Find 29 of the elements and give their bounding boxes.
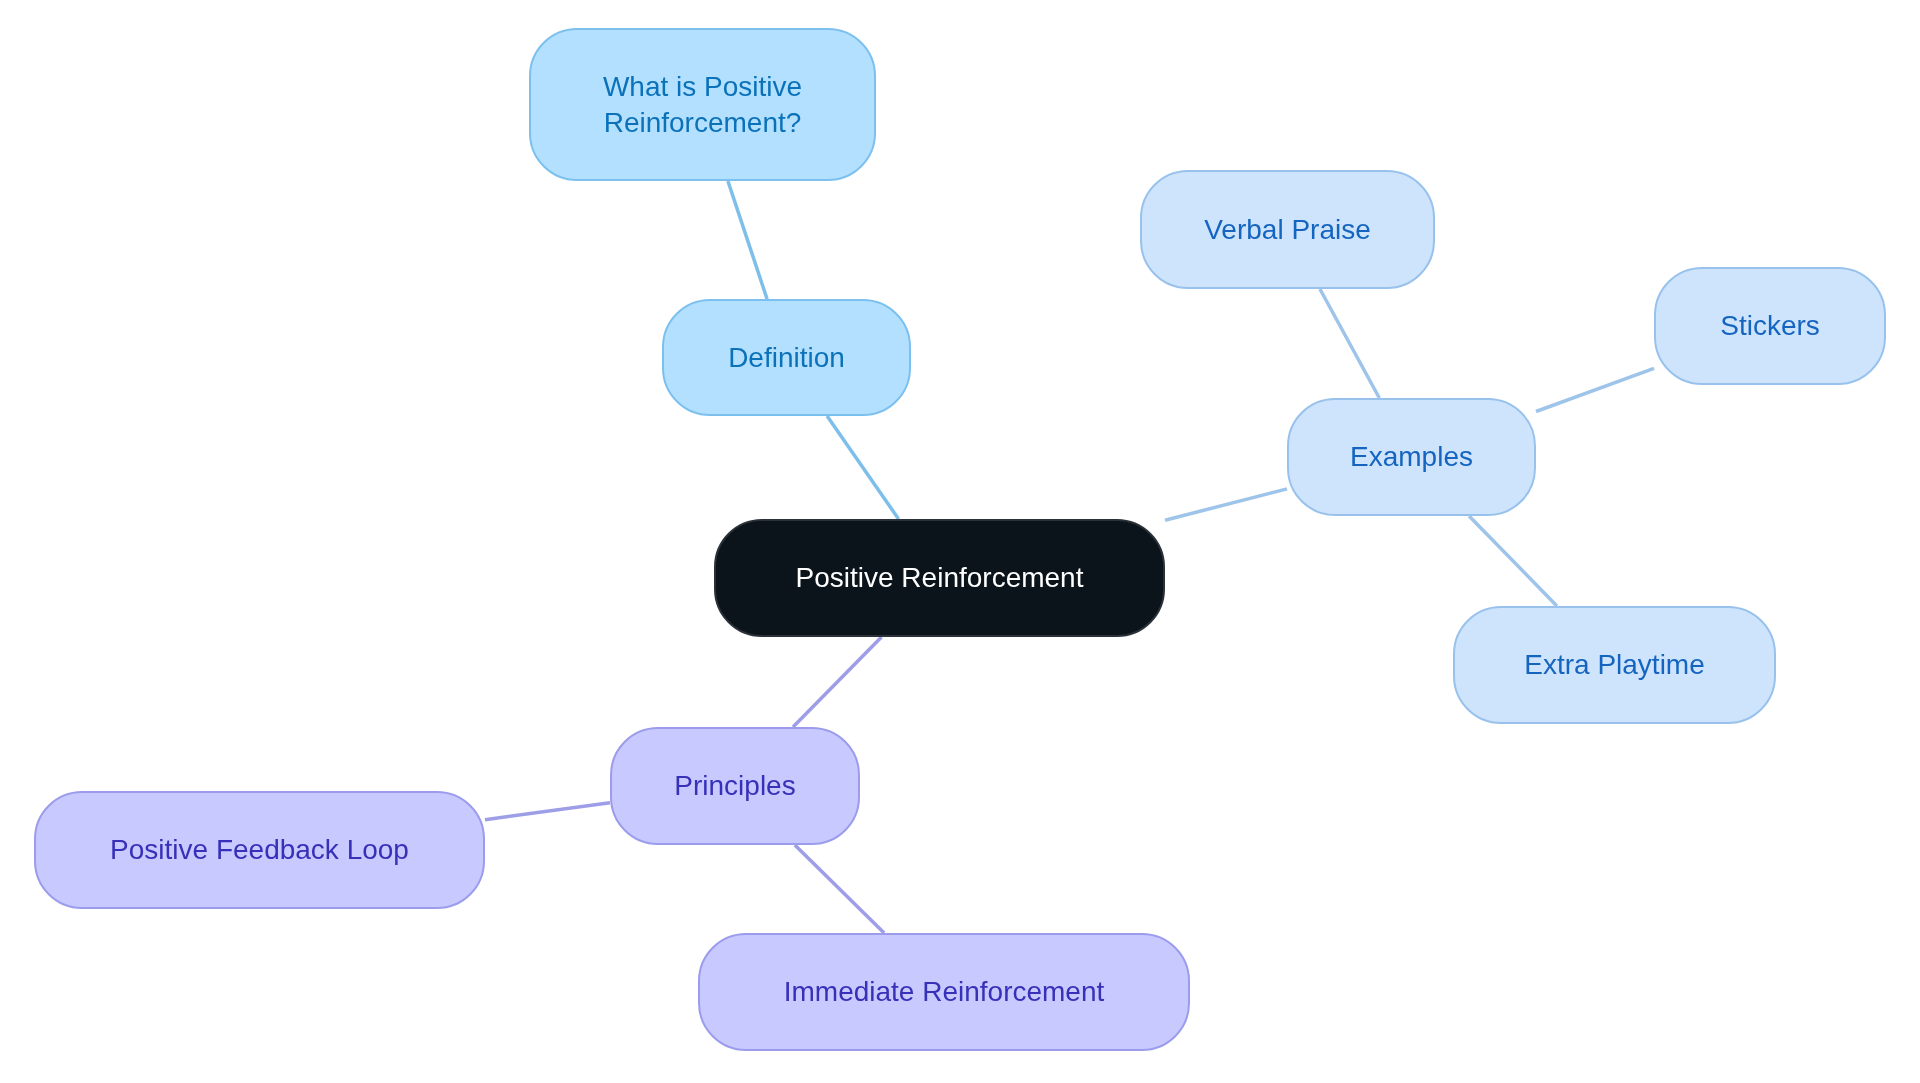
- connector-line: [1164, 487, 1288, 522]
- node-label: Examples: [1350, 440, 1473, 474]
- connector-line: [825, 415, 900, 520]
- node-label: Immediate Reinforcement: [783, 975, 1105, 1009]
- node-label: Positive Reinforcement: [795, 561, 1084, 595]
- connector-line: [726, 180, 769, 300]
- node-label: Extra Playtime: [1524, 648, 1705, 682]
- node-label: Verbal Praise: [1204, 212, 1371, 247]
- topic-node: [1654, 267, 1886, 385]
- connector-line: [1318, 288, 1381, 399]
- connector-line: [791, 635, 883, 729]
- topic-node: [34, 791, 485, 909]
- connector-line: [484, 801, 611, 822]
- connector-line: [1535, 366, 1655, 414]
- node-label: Principles: [674, 769, 796, 803]
- node-label: Stickers: [1720, 309, 1820, 343]
- topic-node: [714, 519, 1165, 637]
- connector-line: [793, 843, 886, 935]
- node-label: Positive Feedback Loop: [110, 833, 409, 867]
- topic-node: [698, 933, 1190, 1051]
- node-label: Definition: [728, 340, 845, 375]
- topic-node: [1140, 170, 1435, 289]
- topic-node: [1453, 606, 1776, 724]
- node-label: What is Positive Reinforcement?: [601, 69, 804, 140]
- topic-node: [529, 28, 876, 181]
- topic-node: [610, 727, 860, 845]
- topic-node: [662, 299, 911, 416]
- connector-line: [1467, 514, 1559, 608]
- topic-node: [1287, 398, 1536, 516]
